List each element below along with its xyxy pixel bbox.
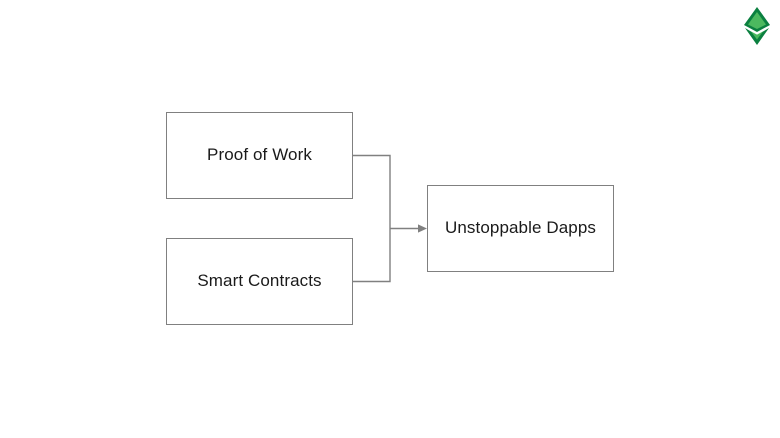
node-unstoppable-dapps-label: Unstoppable Dapps: [444, 218, 597, 238]
edge-pow-to-dapps: [353, 154, 391, 229]
edge-contracts-to-dapps: [353, 228, 391, 283]
node-smart-contracts[interactable]: Smart Contracts: [166, 238, 353, 325]
arrow-head-icon: [418, 224, 427, 233]
node-smart-contracts-label: Smart Contracts: [197, 271, 322, 291]
node-proof-of-work[interactable]: Proof of Work: [166, 112, 353, 199]
node-unstoppable-dapps[interactable]: Unstoppable Dapps: [427, 185, 614, 272]
ethereum-classic-logo-icon: [742, 6, 772, 46]
node-proof-of-work-label: Proof of Work: [207, 145, 312, 165]
